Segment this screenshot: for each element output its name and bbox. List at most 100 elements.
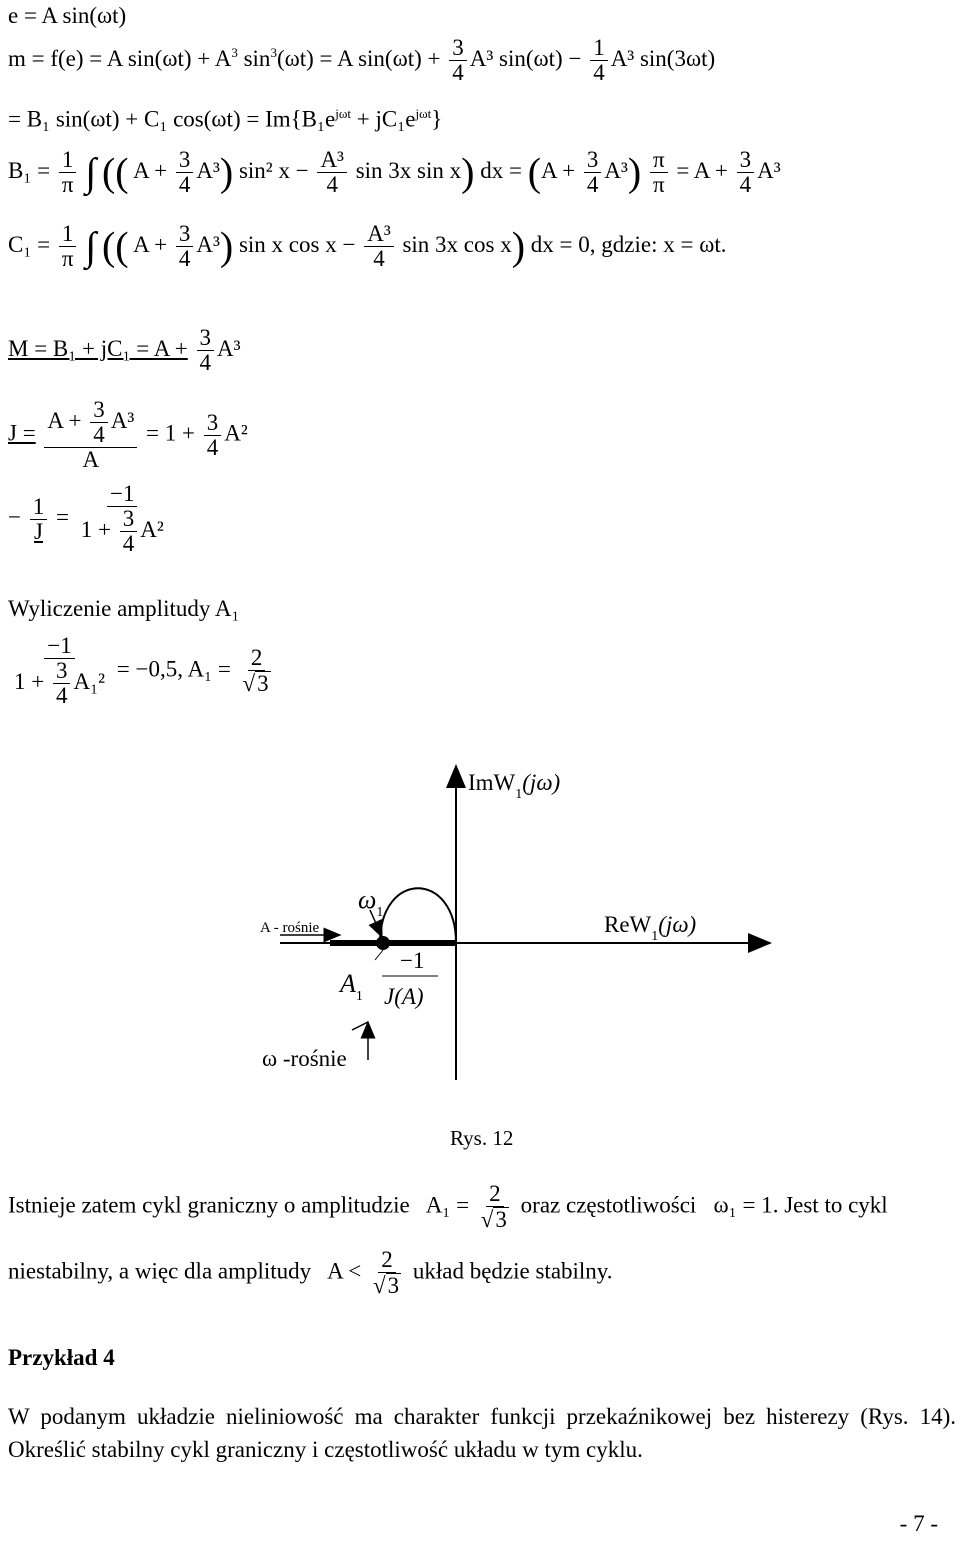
eq-B1-tail: sin² x − [238,157,309,183]
omega1-pointer [368,909,383,939]
page-number: - 7 - [899,1511,938,1536]
eq-e-text: e = A sin(ωt) [8,3,127,28]
frac-den: π [61,246,74,271]
equation-im: = B₁ sin(ωt) + C₁ cos(ωt) = Im{B₁ejωt + … [8,100,442,134]
sqrt-value: 3 [493,1207,509,1232]
omega-rosnie-tick [351,1021,369,1031]
eq-J-A3: A³ [110,407,135,433]
frac-den: 4 [206,434,219,460]
integral-sign: ∫ [85,149,97,195]
A1-pointer [374,949,384,961]
paren-open: (( [101,149,129,195]
amplitude-heading: Wyliczenie amplitudy A₁ [8,596,240,621]
figure-caption: Rys. 12 [450,1126,514,1150]
paren-close: ) [219,149,234,195]
conclusion-omega: ω₁ = 1 [713,1192,773,1218]
frac-num: 3 [119,507,138,532]
eq-one-plus: 1 + [80,516,111,542]
frac-num: 3 [583,148,602,173]
frac-2-sqrt3: 2√3 [478,1182,512,1232]
paren-close: ) [461,149,475,195]
eq-C1-dx: dx = 0 [530,231,590,257]
eq-m-cube2: 3 [270,45,277,61]
eq-m-part2: sin [237,45,271,71]
eq-M-A3: A³ [217,335,241,361]
frac-num: 3 [196,326,215,351]
omega-rosnie-label: ω -rośnie [262,1046,347,1071]
nyquist-diagram: ImW1(jω) ReW1(jω) A - rośnie ω1 A1 −1 J(… [260,764,772,1080]
frac-den: √3 [372,1273,402,1298]
eq-b-line: = B₁ sin(ωt) + C₁ cos(ωt) = Im{B₁e [8,106,336,132]
eq-equals: = [55,504,69,530]
frac-num: 3 [175,222,194,247]
eq-C1-tail: sin x cos x − [238,231,356,257]
eq-J-num-body: A + [47,407,82,433]
eq-negJ-A2: A² [140,516,164,542]
conclusion-text-b: oraz częstotliwości [520,1192,697,1218]
eq-amp-one-plus: 1 + [14,668,45,694]
eq-B1-dx: dx = [480,157,522,183]
example-paragraph: W podanym układzie nieliniowość ma chara… [8,1404,956,1462]
frac-num: 2 [378,1248,396,1273]
eq-B1-A3b: A³ [604,157,628,183]
frac-den: 4 [586,172,599,197]
eq-b-line2: + jC₁e [351,106,416,132]
frac-num: 3 [449,36,467,61]
frac-den: √3 [480,1207,509,1232]
negJ-den-label: J(A) [384,984,424,1009]
nyquist-curve [379,887,457,944]
eq-exp1: jωt [335,106,352,121]
frac-den: 4 [178,172,191,197]
eq-exp2: jωt [415,106,432,121]
frac-num: 3 [203,410,222,436]
A1-label: A1 [338,969,363,1004]
frac-num: −1 [106,482,138,507]
eq-m-A3a: A³ [469,45,494,71]
frac-den: π [61,172,74,197]
eq-C1-body: A + [133,231,168,257]
frac-den: 4 [739,172,752,197]
sqrt-value: 3 [385,1273,402,1298]
eq-m-cube1: 3 [231,45,238,61]
frac-num: 3 [736,148,755,173]
frac-den: 4 [373,246,385,271]
frac-den: 4 [199,350,212,375]
frac-num: 3 [175,148,194,173]
eq-B1-body: A + [133,157,168,183]
frac-num: 1 [29,494,48,520]
eq-m-part5: sin(3ωt) [634,45,716,71]
eq-brace: } [431,106,443,132]
conclusion-line1: Istnieje zatem cykl graniczny o amplitud… [8,1182,888,1232]
equation-e: e = A sin(ωt) [8,2,126,30]
frac-den: J [34,518,43,544]
frac-den: 4 [55,683,68,708]
intersection-point [376,936,390,950]
equation-m: m = f(e) = A sin(ωt) + A3 sin3(ωt) = A s… [8,36,715,85]
eq-C1-gdzie: , gdzie: x = ωt. [589,231,727,257]
eq-B1-tail2: sin 3x sin x [355,157,462,183]
frac-num: 1 [590,36,608,61]
eq-m-part4: sin(ωt) − [493,45,582,71]
eq-B1-A3c: A³ [757,157,781,183]
conclusion-line2: niestabilny, a więc dla amplitudy A < 2√… [8,1248,613,1298]
frac-den: 4 [122,531,135,556]
frac-num: π [649,148,668,173]
frac-num: 1 [58,222,77,247]
eq-m-part3: (ωt) = A sin(ωt) + [276,45,441,71]
